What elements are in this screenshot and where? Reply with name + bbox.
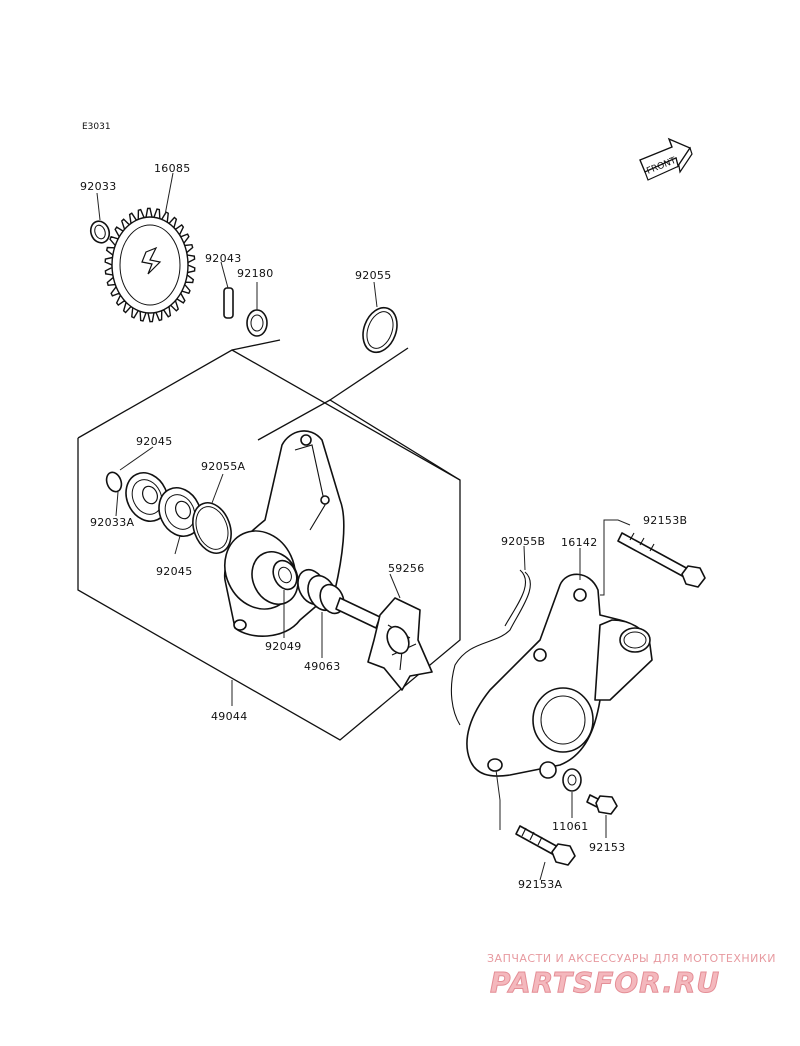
front-arrow-icon: FRONT <box>639 137 693 181</box>
part-label-49044: 49044 <box>211 710 248 723</box>
part-label-92033A: 92033A <box>90 516 134 529</box>
bolt-92153A <box>515 825 576 866</box>
part-label-16142: 16142 <box>561 536 598 549</box>
washer-11061 <box>562 768 582 792</box>
pin-92043 <box>223 287 234 319</box>
part-label-92153A: 92153A <box>518 878 562 891</box>
diagram-code: E3031 <box>82 122 111 132</box>
oring-92055A <box>192 502 232 554</box>
leader-lines <box>96 172 631 881</box>
watermark-brand: PARTSFOR.RU <box>490 966 720 999</box>
impeller-59256 <box>335 597 433 691</box>
part-label-49063: 49063 <box>304 660 341 673</box>
bearing-92045-b <box>158 487 202 537</box>
oring-92055B <box>450 569 531 726</box>
oring-92055 <box>362 306 398 354</box>
part-label-92043: 92043 <box>205 252 242 265</box>
assembly-frame <box>77 339 461 741</box>
circlip-92033A <box>105 471 123 493</box>
watermark: ЗАПЧАСТИ И АКСЕССУАРЫ ДЛЯ МОТОТЕХНИКИ PA… <box>487 952 776 1000</box>
part-label-92153B: 92153B <box>643 514 687 527</box>
washer-92180 <box>246 309 268 337</box>
part-label-92045-bottom: 92045 <box>156 565 193 578</box>
mechanical-seal-49063 <box>297 568 345 615</box>
part-label-11061: 11061 <box>552 820 589 833</box>
part-label-59256: 59256 <box>388 562 425 575</box>
seal-92049 <box>272 559 298 591</box>
part-label-92055: 92055 <box>355 269 392 282</box>
part-label-92049: 92049 <box>265 640 302 653</box>
part-label-16085: 16085 <box>154 162 191 175</box>
gear-16085 <box>104 207 196 323</box>
part-label-92153: 92153 <box>589 841 626 854</box>
watermark-subtitle: ЗАПЧАСТИ И АКСЕССУАРЫ ДЛЯ МОТОТЕХНИКИ <box>487 952 776 965</box>
bearing-92045-a <box>125 472 169 522</box>
part-label-92045-top: 92045 <box>136 435 173 448</box>
part-label-92033: 92033 <box>80 180 117 193</box>
pump-cover-16142 <box>466 573 653 779</box>
part-label-92180: 92180 <box>237 267 274 280</box>
part-label-92055B: 92055B <box>501 535 545 548</box>
bolt-92153B <box>617 532 706 588</box>
bolt-92153 <box>586 794 618 815</box>
circlip-92033 <box>89 220 111 244</box>
part-label-92055A: 92055A <box>201 460 245 473</box>
